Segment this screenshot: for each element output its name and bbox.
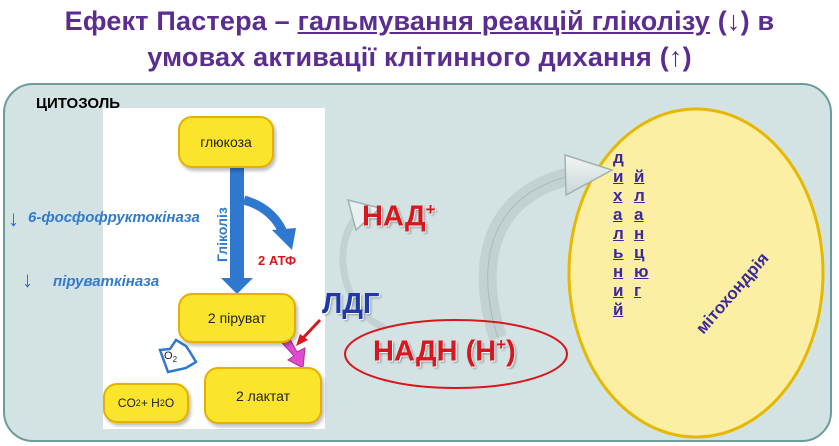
rc-letter: й — [613, 300, 624, 319]
rc-letter: л — [613, 224, 624, 243]
rc-letter: ю — [634, 262, 649, 281]
nadh-text: НАДН (Н — [373, 335, 497, 368]
ldg-arrowhead — [296, 334, 308, 346]
nadh-label: НАДН (Н+) — [373, 335, 516, 369]
mitochondria-ellipse — [567, 107, 825, 439]
o2-label: O2 — [164, 350, 177, 364]
arrow-head-nad — [346, 198, 382, 232]
ldg-label: ЛДГ — [322, 288, 380, 320]
atp-arrowhead — [272, 228, 296, 250]
rc-letter: л — [634, 186, 645, 205]
co2-text: CO — [117, 396, 136, 410]
nad-text: НАД — [362, 200, 426, 233]
cytosol-label: ЦИТОЗОЛЬ — [36, 95, 120, 112]
h2o-sub: 2 — [159, 398, 165, 408]
o-text: O — [164, 396, 175, 410]
arrow-nadh-to-mito-outline — [487, 174, 576, 339]
title-line-2: умовах активації клітинного дихання (↑) — [147, 42, 692, 72]
co2-sub: 2 — [135, 398, 141, 408]
title-underlined: гальмування реакцій гліколізу — [297, 6, 711, 36]
title-suffix: (↓) в — [710, 6, 775, 36]
pyruvate-label: 2 піруват — [207, 310, 267, 326]
nad-sup: + — [425, 200, 436, 219]
glycolysis-shaft — [230, 168, 244, 280]
atp-label: 2 АТФ — [258, 253, 297, 268]
nadh-oval — [344, 319, 568, 389]
plus-h-text: + H — [140, 396, 160, 410]
title-line-1: Ефект Пастера – гальмування реакцій глік… — [0, 6, 839, 37]
title-prefix: Ефект Пастера – — [64, 6, 298, 36]
rc-letter: д — [613, 148, 624, 167]
rc-letter: н — [613, 262, 624, 281]
glucose-node: глюкоза — [178, 116, 274, 168]
arrow-head-mito — [564, 153, 614, 197]
nad-label: НАД+ — [362, 200, 436, 234]
pfk-down-arrow: ↓ — [8, 206, 19, 231]
glycolysis-arrowhead — [221, 278, 253, 294]
rc-letter: г — [634, 281, 642, 300]
respiratory-word-1: д и х а л ь н и й — [613, 148, 624, 319]
rc-letter: и — [613, 167, 624, 186]
lactate-node: 2 лактат — [204, 367, 322, 424]
o2-arrow — [158, 338, 198, 374]
rc-letter: а — [634, 205, 644, 224]
pk-down-arrow: ↓ — [22, 267, 33, 292]
atp-branch — [242, 195, 288, 235]
pk-label: піруваткіназа — [53, 273, 160, 290]
ldg-arrow-line — [301, 318, 322, 340]
pyruvate-node: 2 піруват — [178, 293, 296, 343]
glucose-label: глюкоза — [200, 134, 252, 150]
pfk-label: 6-фосфофруктокіназа — [28, 209, 200, 226]
arrow-nadh-to-nad — [339, 211, 387, 332]
rc-letter: х — [613, 186, 623, 205]
respiratory-word-2: й л а н ц ю г — [634, 167, 649, 300]
rc-letter: н — [634, 224, 645, 243]
rc-letter: а — [613, 205, 623, 224]
rc-letter: й — [634, 167, 645, 186]
o2-sub: 2 — [172, 355, 178, 365]
nadh-end: ) — [506, 335, 516, 368]
rc-letter: и — [613, 281, 624, 300]
nadh-sup: + — [496, 335, 507, 354]
lactate-label: 2 лактат — [235, 387, 291, 404]
o2-o: O — [164, 350, 173, 362]
rc-letter: ц — [634, 243, 645, 262]
rc-letter: ь — [613, 243, 624, 262]
